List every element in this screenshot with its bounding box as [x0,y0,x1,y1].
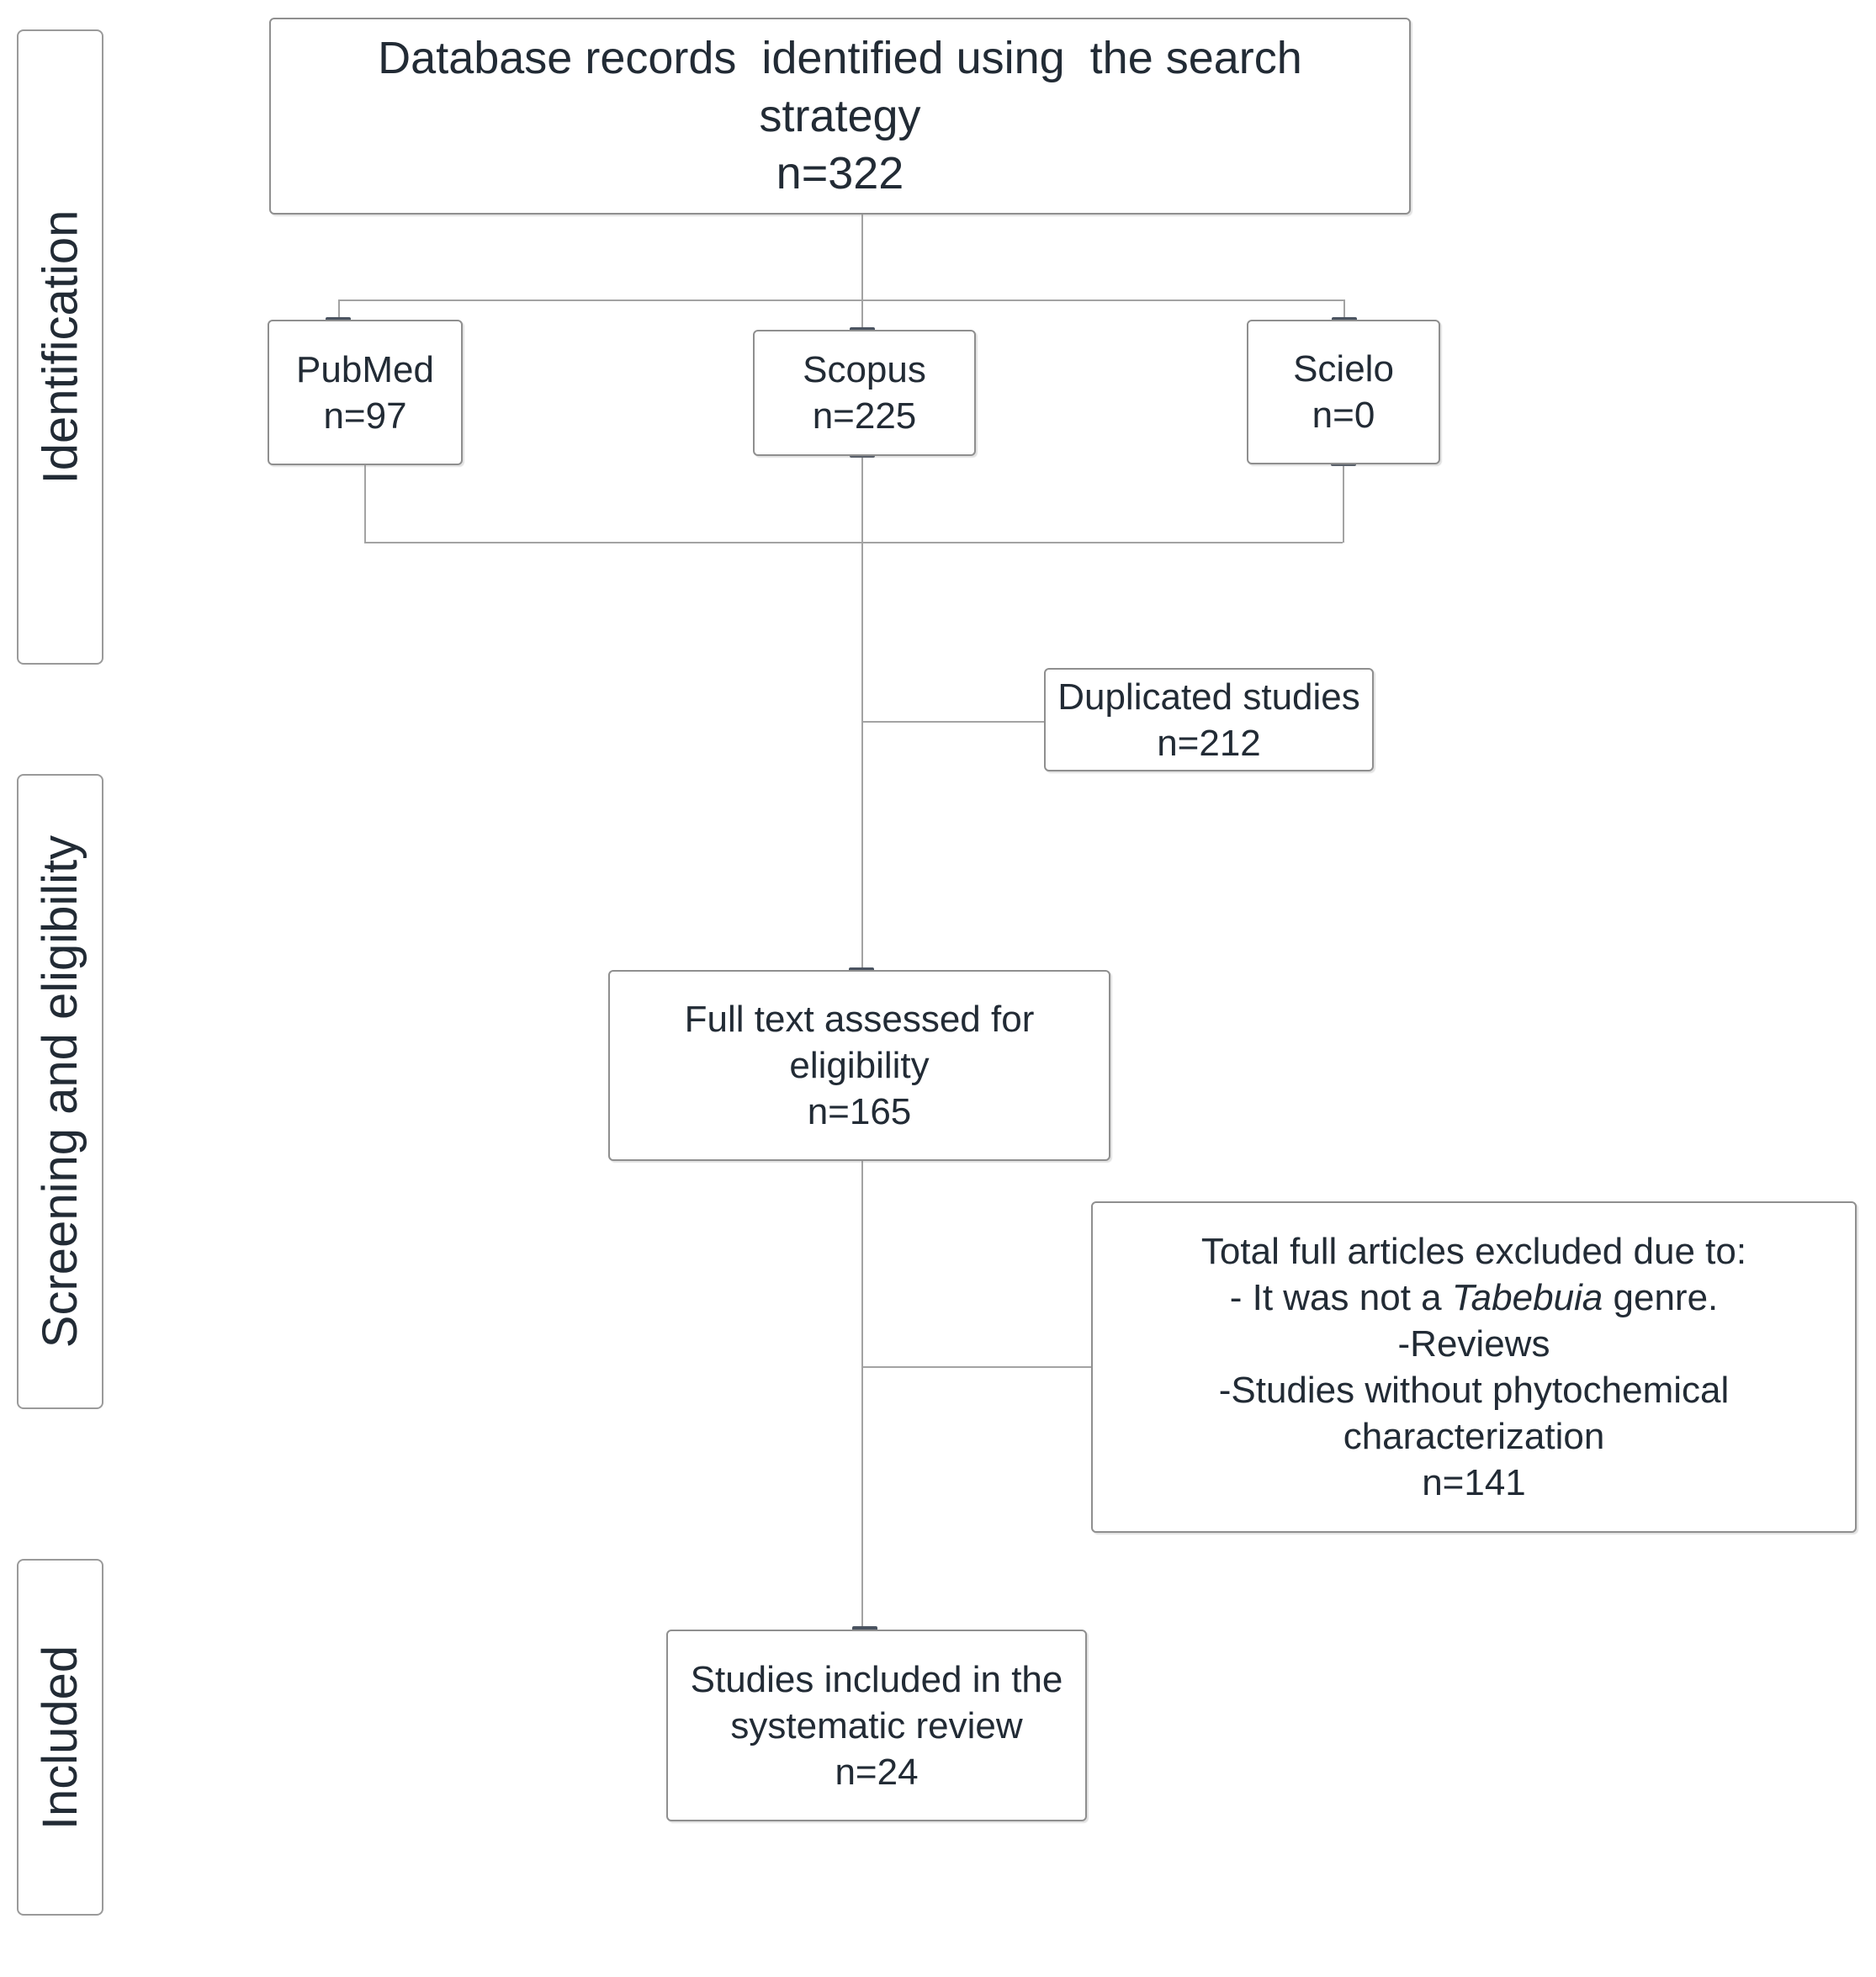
excluded-count: n=141 [1422,1462,1526,1503]
database-records-line-1: Database records identified using the se… [378,33,1302,84]
stage-identification: Identification [17,29,103,665]
fulltext-count: n=165 [807,1091,912,1132]
connector-drop-to-pubmed [338,299,340,321]
connector-to-duplicated [861,721,1044,723]
connector-to-excluded [861,1366,1091,1368]
excluded-articles-box: Total full articles excluded due to: - I… [1091,1201,1857,1533]
scielo-label: Scielo [1293,348,1394,390]
scopus-box: Scopus n=225 [753,330,976,456]
stage-screening-eligibility: Screening and eligibility [17,774,103,1409]
scielo-count: n=0 [1312,395,1375,436]
fulltext-line-1: Full text assessed for [684,999,1035,1040]
connector-scopus-to-fulltext [861,456,863,970]
connector-top-to-branch [861,215,863,330]
connector-scielo-down [1343,464,1344,543]
included-line-2: systematic review [730,1704,1023,1746]
pubmed-label: PubMed [296,348,434,390]
stage-included-label: Included [33,1645,88,1830]
connector-pubmed-down [364,465,366,543]
excluded-line-5: characterization [1343,1416,1605,1457]
connector-merge-horizontal [364,542,1343,543]
scopus-count: n=225 [812,395,917,437]
connector-fulltext-to-included [861,1161,863,1630]
duplicated-studies-label: Duplicated studies [1057,676,1360,718]
duplicated-studies-count: n=212 [1157,722,1261,764]
pubmed-box: PubMed n=97 [268,320,463,465]
database-records-box: Database records identified using the se… [269,18,1411,215]
database-records-line-2: strategy [759,90,921,141]
connector-branch-horizontal-top [338,299,1344,301]
studies-included-box: Studies included in the systematic revie… [666,1630,1087,1821]
excluded-line-3: -Reviews [1397,1323,1550,1365]
included-count: n=24 [835,1751,919,1793]
duplicated-studies-box: Duplicated studies n=212 [1044,668,1374,771]
stage-screening-eligibility-label: Screening and eligibility [33,835,87,1349]
excluded-line-1: Total full articles excluded due to: [1200,1231,1747,1272]
stage-included: Included [17,1559,103,1916]
fulltext-line-2: eligibility [789,1045,930,1086]
fulltext-assessed-box: Full text assessed for eligibility n=165 [608,970,1110,1161]
connector-drop-to-scielo [1343,299,1345,321]
scielo-box: Scielo n=0 [1247,320,1440,464]
pubmed-count: n=97 [323,395,407,437]
excluded-line-2-post: genre. [1603,1277,1719,1318]
edge-cap-included [852,1626,877,1631]
excluded-line-2-genus: Tabebuia [1451,1277,1603,1318]
database-records-count: n=322 [776,148,904,199]
scopus-label: Scopus [803,349,926,390]
excluded-line-2: - It was not a Tabebuia genre. [1230,1275,1719,1321]
included-line-1: Studies included in the [690,1658,1063,1700]
stage-identification-label: Identification [33,209,87,485]
excluded-line-2-pre: - It was not a [1229,1277,1452,1318]
excluded-line-4: -Studies without phytochemical [1218,1370,1730,1411]
